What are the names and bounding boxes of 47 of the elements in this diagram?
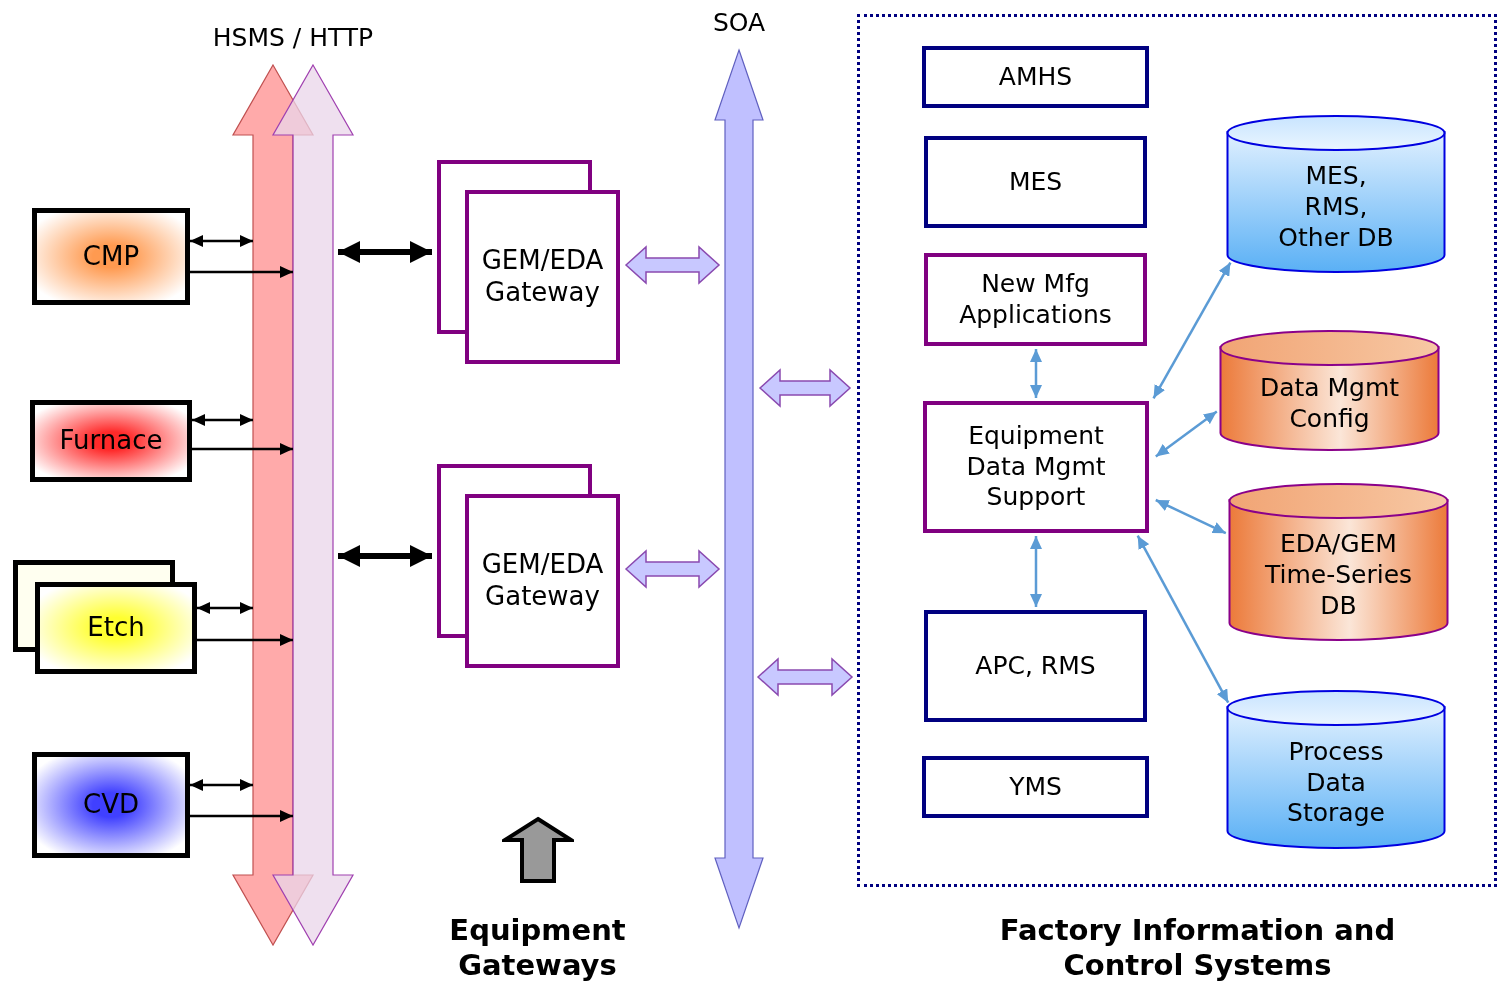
- system-box: [924, 253, 1147, 346]
- box-label: MES: [1008, 166, 1063, 198]
- box-label: AMHS: [998, 61, 1073, 93]
- box-label: GEM/EDA Gateway: [480, 245, 605, 309]
- double-arrow: [190, 235, 253, 247]
- box-label: Etch: [87, 612, 145, 644]
- system-box: [924, 610, 1147, 722]
- group-caption: Equipment Gateways: [448, 913, 627, 982]
- box-label: MES, RMS, Other DB: [1277, 161, 1395, 254]
- double-arrow: [197, 602, 253, 614]
- double-arrow: [1155, 498, 1227, 535]
- double-arrow: [1030, 536, 1042, 607]
- double-arrow: [1152, 261, 1232, 399]
- double-block-arrow: [624, 549, 721, 589]
- box-label: YMS: [1009, 771, 1062, 803]
- box-label: APC, RMS: [975, 650, 1096, 682]
- system-box: [924, 136, 1147, 228]
- box-label: Process Data Storage: [1286, 736, 1386, 830]
- system-box: [922, 756, 1149, 818]
- arrow: [190, 266, 293, 278]
- arrow: [197, 634, 293, 646]
- box-label: CMP: [82, 240, 140, 273]
- dotted-group-frame: [857, 14, 1497, 887]
- double-arrow: [1155, 410, 1218, 458]
- box-label: New Mfg Applications: [958, 268, 1113, 331]
- bus-label: SOA: [711, 8, 767, 38]
- double-arrow: [338, 545, 432, 567]
- box-label: GEM/EDA Gateway: [480, 549, 605, 613]
- double-arrow: [1136, 535, 1230, 704]
- double-arrow: [1030, 349, 1042, 398]
- double-block-arrow: [758, 368, 852, 408]
- group-caption: Factory Information and Control Systems: [998, 913, 1397, 982]
- double-arrow: [338, 241, 432, 263]
- bus-label: HSMS / HTTP: [211, 23, 375, 53]
- double-block-arrow: [756, 657, 854, 697]
- double-block-arrow: [624, 245, 721, 285]
- arrow: [190, 810, 293, 822]
- box-label: Data Mgmt Config: [1258, 373, 1401, 435]
- arrow: [192, 443, 293, 455]
- box-label: Equipment Data Mgmt Support: [965, 420, 1107, 514]
- box-label: CVD: [83, 789, 139, 821]
- system-box: [922, 46, 1149, 108]
- double-arrow: [192, 414, 253, 426]
- box-label: EDA/GEM Time-Series DB: [1263, 529, 1414, 622]
- double-arrow: [190, 779, 253, 791]
- system-box: [923, 401, 1149, 533]
- box-label: Furnace: [59, 425, 163, 457]
